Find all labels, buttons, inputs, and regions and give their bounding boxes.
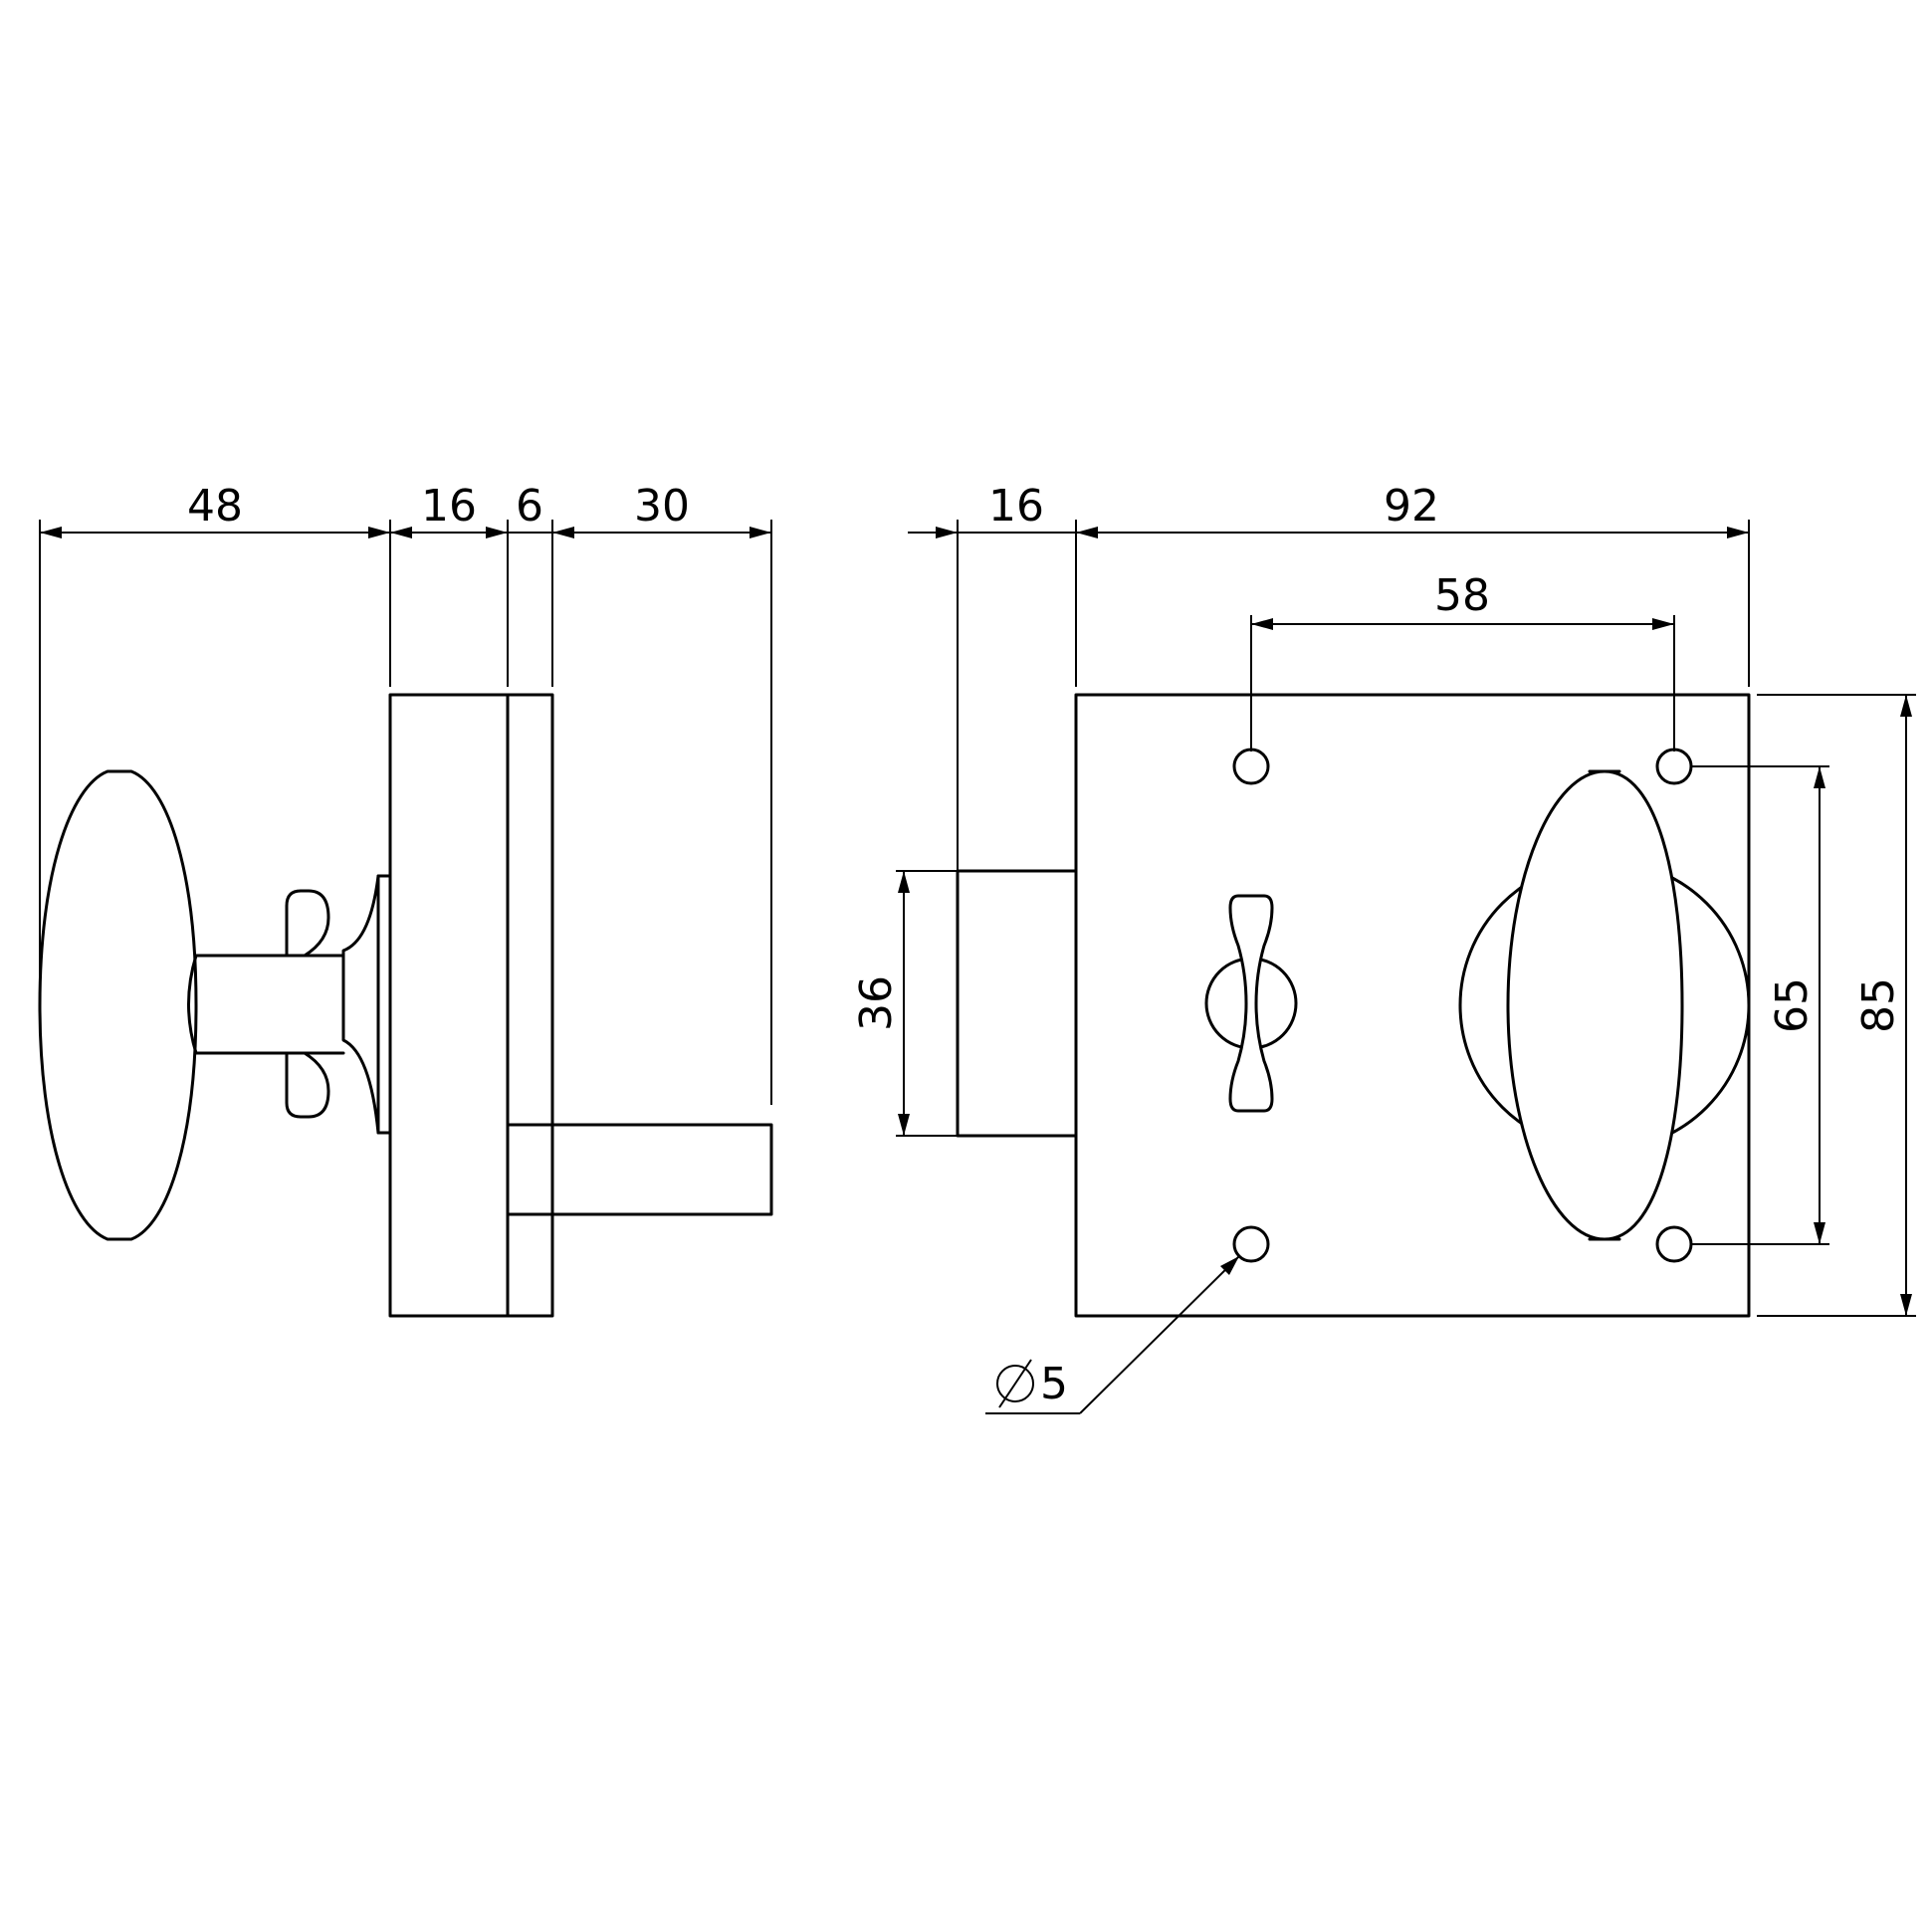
arrow-icon [898, 871, 910, 893]
arrow-icon [1900, 1294, 1912, 1316]
dim-plate-thickness: 6 [516, 481, 543, 532]
plate-edge [506, 693, 554, 1318]
side-view: 48 16 6 30 [38, 481, 773, 1318]
spacer-plate [376, 874, 392, 1135]
dim-bolt-offset: 16 [988, 481, 1044, 532]
spindle-end [187, 954, 198, 1055]
diameter-icon [996, 1359, 1034, 1408]
arrow-icon [1076, 527, 1098, 538]
arrow-icon [750, 527, 771, 538]
flared-boss [341, 874, 380, 1135]
arrow-icon [1814, 1222, 1825, 1244]
screw-hole-top-left [1232, 748, 1270, 785]
turn-wing-bottom [285, 1051, 330, 1119]
bolt-front [956, 869, 1078, 1138]
arrow-icon [1900, 695, 1912, 717]
arrow-icon [898, 1114, 910, 1136]
screw-hole-bottom-left [1232, 1225, 1270, 1263]
screw-hole-top-right [1655, 748, 1693, 785]
leader-line [1079, 1255, 1240, 1414]
turn-wing-top [285, 889, 330, 958]
arrow-icon [552, 527, 574, 538]
arrow-icon [486, 527, 508, 538]
arrow-icon [1220, 1256, 1239, 1275]
dim-rose-depth: 16 [421, 481, 477, 532]
turn-handle-front [1228, 894, 1274, 1113]
dim-hole-diameter: 5 [1040, 1359, 1068, 1409]
dim-bolt-height: 36 [851, 975, 902, 1031]
front-view: 16 92 58 36 [851, 481, 1916, 1414]
arrow-icon [1652, 618, 1674, 630]
dim-hole-spacing-vertical: 65 [1767, 977, 1818, 1033]
dim-plate-height: 85 [1853, 977, 1904, 1033]
knob-side [38, 769, 198, 1241]
screw-hole-bottom-right [1655, 1225, 1693, 1263]
dim-hole-spacing-horizontal: 58 [1434, 570, 1490, 621]
arrow-icon [1814, 766, 1825, 788]
bolt [506, 1123, 773, 1216]
dim-knob-depth: 48 [187, 481, 243, 532]
arrow-icon [40, 527, 62, 538]
dim-bolt-projection: 30 [634, 481, 690, 532]
arrow-icon [368, 527, 390, 538]
rose-block [388, 693, 510, 1318]
dim-plate-width: 92 [1384, 481, 1439, 532]
arrow-icon [1251, 618, 1273, 630]
arrow-icon [936, 527, 958, 538]
arrow-icon [390, 527, 412, 538]
knob-front [1506, 769, 1684, 1241]
arrow-icon [1727, 527, 1749, 538]
